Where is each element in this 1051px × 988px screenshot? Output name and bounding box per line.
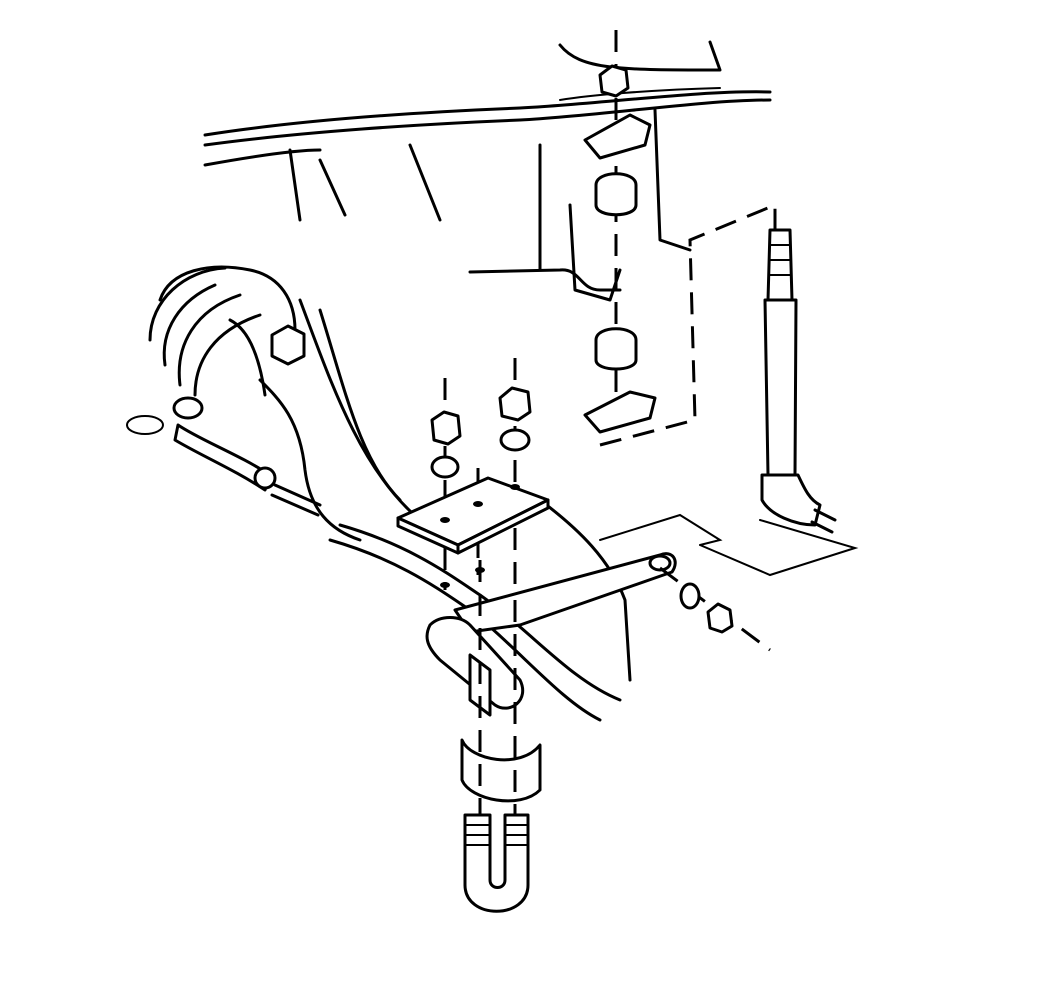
link-retainer-bottom (583, 390, 657, 434)
link-grommet-top (594, 172, 638, 217)
plate-washer-left (430, 455, 460, 479)
u-bolt (463, 813, 530, 913)
plate-washer-right (499, 428, 531, 452)
plate-nut-right (498, 386, 532, 422)
link-grommet-bottom (594, 327, 638, 371)
vehicle-body-outline (203, 40, 772, 302)
hub-bolt-head (270, 324, 306, 366)
bar-nut (706, 602, 734, 634)
bracket-outline (599, 202, 777, 447)
bushing-left (468, 653, 492, 717)
link-bolt (599, 228, 859, 577)
tie-rod-end (172, 396, 322, 517)
u-bolt-assembly (460, 560, 542, 913)
stabilizer-link (583, 30, 657, 434)
plate-nut-left (430, 410, 462, 446)
clamp-plate-assembly (396, 358, 550, 630)
bar-washer (679, 582, 701, 610)
link-nut-top (598, 64, 630, 98)
link-retainer-top (583, 113, 652, 160)
